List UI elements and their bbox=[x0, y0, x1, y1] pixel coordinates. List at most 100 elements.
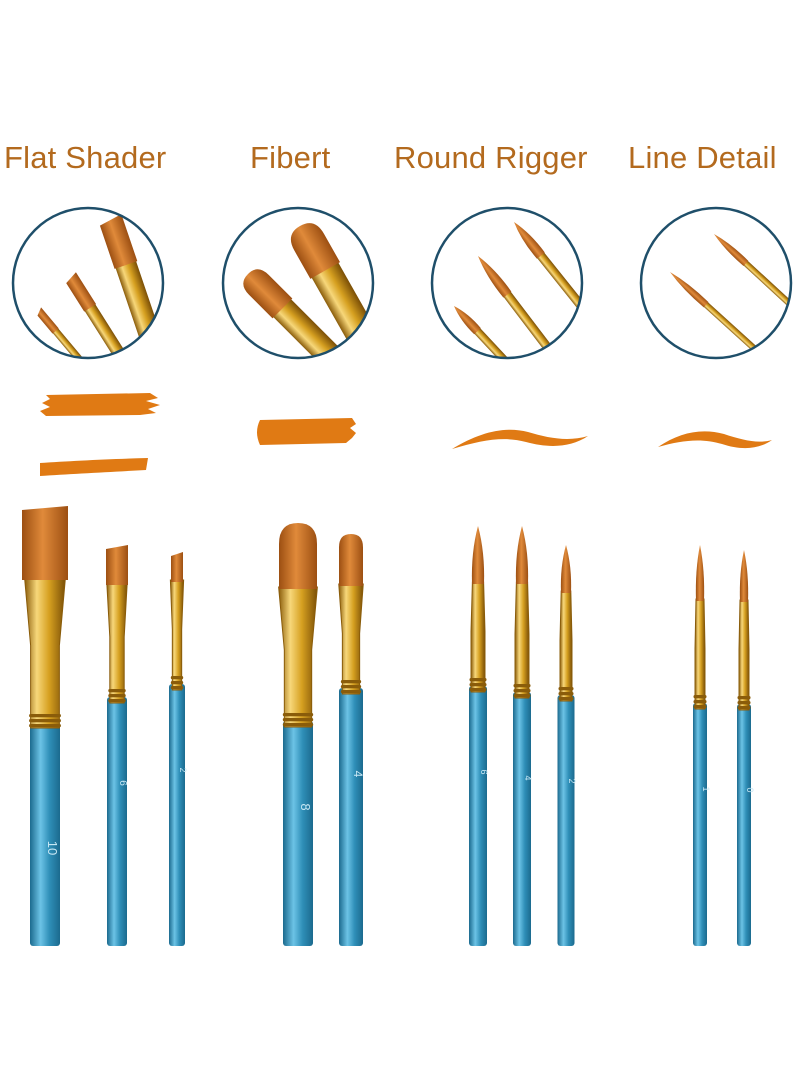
closeup-brush bbox=[454, 306, 519, 358]
brush-handle bbox=[283, 721, 313, 946]
brush-bristles bbox=[471, 526, 485, 584]
brush-bristles bbox=[695, 545, 705, 601]
brush-size-number: 10 bbox=[45, 841, 60, 855]
closeup-bristles bbox=[243, 269, 293, 319]
fibert-brush-2 bbox=[338, 534, 364, 946]
brush-handle bbox=[107, 697, 127, 946]
flat-shader-stroke-1 bbox=[40, 393, 160, 416]
closeup-handle bbox=[795, 308, 800, 352]
flat-shader-label: Flat Shader bbox=[4, 140, 167, 175]
closeup-bristles bbox=[66, 272, 97, 312]
fibert-stroke bbox=[257, 418, 356, 445]
closeup-bristles bbox=[99, 214, 138, 269]
closeup-handle bbox=[354, 335, 373, 358]
brush-bristles bbox=[739, 550, 749, 602]
ferrule-crimp bbox=[29, 724, 61, 728]
round-rigger-brush-1 bbox=[469, 526, 487, 946]
brush-bristles bbox=[279, 523, 317, 589]
ferrule-crimp bbox=[108, 694, 126, 698]
round-rigger-brush-2 bbox=[513, 526, 531, 946]
round-rigger-stroke bbox=[452, 429, 588, 449]
closeup-brush bbox=[478, 256, 582, 358]
brush-ferrule bbox=[559, 590, 573, 702]
closeup-background bbox=[223, 208, 373, 358]
brush-bristles bbox=[106, 545, 128, 585]
ferrule-crimp bbox=[737, 706, 751, 710]
fibert-brush-1 bbox=[278, 523, 318, 946]
closeup-bristles bbox=[290, 223, 340, 279]
closeup-border bbox=[11, 206, 165, 360]
brush-ferrule bbox=[338, 583, 364, 695]
brush-handle bbox=[737, 704, 751, 946]
brush-size-number: 2 bbox=[567, 778, 577, 783]
closeup-handle bbox=[551, 353, 582, 358]
closeup-brush bbox=[714, 234, 800, 352]
brush-bristles bbox=[22, 506, 68, 580]
ferrule-crimp bbox=[340, 685, 362, 689]
ferrule-crimp bbox=[737, 696, 751, 700]
brush-handle bbox=[469, 686, 487, 946]
closeup-brush bbox=[514, 222, 582, 358]
brush-size-number: 4 bbox=[351, 771, 365, 778]
ferrule-crimp bbox=[693, 705, 707, 709]
line-detail-label: Line Detail bbox=[628, 140, 777, 175]
line-detail-stroke bbox=[658, 431, 772, 449]
flat-shader-brush-1 bbox=[22, 506, 68, 946]
brush-handle bbox=[339, 688, 363, 946]
brush-ferrule bbox=[470, 581, 486, 693]
fibert-label: Fibert bbox=[250, 140, 331, 175]
closeup-brush bbox=[66, 272, 158, 358]
round-rigger-label: Round Rigger bbox=[394, 140, 588, 175]
fibert-closeup bbox=[221, 206, 375, 360]
closeup-bristles bbox=[478, 256, 512, 298]
flat-shader-stroke-2 bbox=[40, 458, 148, 476]
ferrule-crimp bbox=[693, 695, 707, 699]
closeup-handle bbox=[143, 336, 163, 358]
brush-ferrule bbox=[694, 598, 706, 710]
brush-bristles bbox=[339, 534, 363, 586]
brush-handle bbox=[693, 703, 707, 946]
ferrule-crimp bbox=[29, 719, 61, 723]
ferrule-crimp bbox=[29, 714, 61, 718]
ferrule-crimp bbox=[282, 723, 314, 727]
closeup-background bbox=[641, 208, 791, 358]
brush-ferrule bbox=[106, 582, 128, 704]
ferrule-crimp bbox=[108, 699, 126, 703]
closeup-bristles bbox=[514, 222, 545, 259]
closeup-bristles bbox=[714, 234, 749, 266]
brush-size-number: 4 bbox=[523, 775, 533, 780]
closeup-ferrule bbox=[702, 301, 767, 358]
ferrule-crimp bbox=[513, 684, 531, 688]
brush-ferrule bbox=[169, 579, 185, 691]
ferrule-crimp bbox=[558, 692, 574, 696]
ferrule-crimp bbox=[469, 683, 487, 687]
closeup-bristles bbox=[454, 306, 481, 335]
brush-size-number: 1 bbox=[701, 786, 711, 791]
closeup-ferrule bbox=[536, 251, 582, 313]
ferrule-crimp bbox=[469, 688, 487, 692]
closeup-bristles bbox=[37, 307, 59, 334]
brush-bristles bbox=[171, 552, 183, 582]
line-detail-brush-2 bbox=[737, 550, 751, 946]
brush-handle bbox=[513, 692, 531, 946]
brush-ferrule bbox=[738, 599, 750, 711]
ferrule-crimp bbox=[170, 686, 184, 690]
flat-shader-brush-2 bbox=[106, 545, 128, 946]
brush-size-number: 8 bbox=[298, 803, 313, 810]
line-detail-closeup bbox=[639, 206, 800, 360]
closeup-handle bbox=[330, 356, 373, 358]
ferrule-crimp bbox=[282, 713, 314, 717]
flat-shader-brush-3 bbox=[169, 552, 185, 946]
closeup-brush bbox=[670, 272, 791, 358]
brush-size-number: 6 bbox=[479, 769, 489, 774]
ferrule-crimp bbox=[340, 690, 362, 694]
brush-ferrule bbox=[24, 577, 66, 729]
brush-bristles bbox=[560, 545, 572, 593]
flat-shader-closeup bbox=[11, 206, 165, 360]
round-rigger-closeup bbox=[430, 206, 584, 360]
closeup-bristles bbox=[670, 272, 709, 308]
brush-handle bbox=[169, 684, 185, 946]
ferrule-crimp bbox=[108, 689, 126, 693]
closeup-handle bbox=[580, 306, 582, 358]
